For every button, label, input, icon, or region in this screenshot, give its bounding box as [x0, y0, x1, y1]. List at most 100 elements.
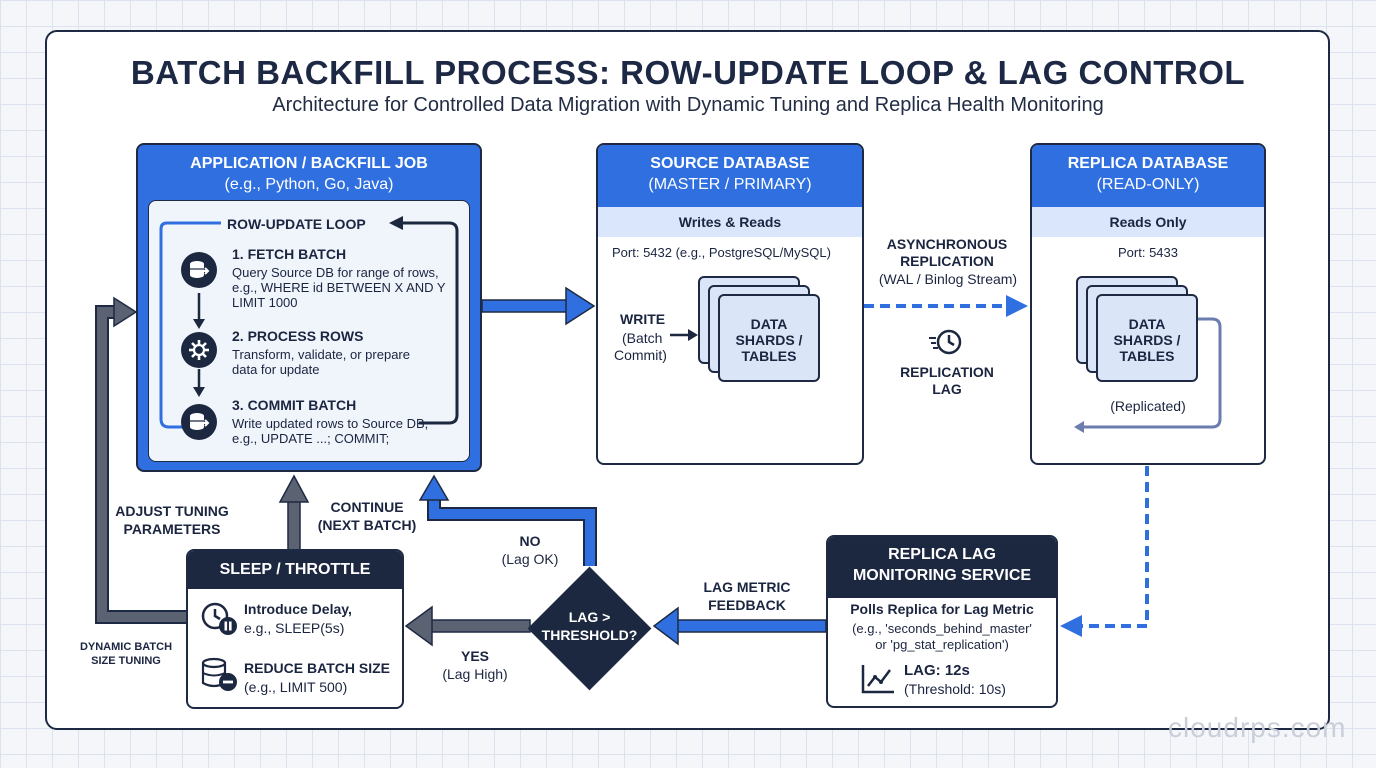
adjust-line-2: PARAMETERS	[123, 521, 221, 537]
adjust-tuning-arrow	[95, 296, 186, 624]
async-line-2: REPLICATION	[900, 253, 994, 269]
step-3-desc-1: Write updated rows to Source DB,	[232, 416, 429, 431]
continue-line-1: CONTINUE	[330, 499, 404, 515]
write-sub-1: (Batch	[622, 330, 663, 346]
lag-feedback-arrow	[652, 606, 827, 646]
continue-line-2: (NEXT BATCH)	[317, 517, 417, 533]
replica-data-shards-tables: DATA SHARDS / TABLES	[1096, 294, 1198, 382]
async-replication-label: ASYNCHRONOUS REPLICATION	[872, 236, 1022, 270]
data-shards-tables: DATA SHARDS / TABLES	[718, 294, 820, 382]
replicated-label: (Replicated)	[1110, 398, 1186, 414]
replication-stream: (WAL / Binlog Stream)	[878, 271, 1018, 287]
replica-db-box: REPLICA DATABASE (READ-ONLY) Reads Only …	[1030, 143, 1266, 465]
replicated-loop-arrow	[1074, 317, 1222, 433]
app-to-source-arrow	[481, 286, 596, 326]
source-db-subtitle: (MASTER / PRIMARY)	[648, 176, 812, 193]
step-1-desc-1: Query Source DB for range of rows,	[232, 265, 439, 280]
replication-lag-label: REPLICATION LAG	[887, 364, 1007, 398]
async-line-1: ASYNCHRONOUS	[886, 236, 1008, 252]
line-chart-icon	[860, 663, 896, 700]
lag-line-2: LAG	[932, 381, 962, 397]
lag-threshold: (Threshold: 10s)	[904, 681, 1006, 697]
continue-arrow	[278, 474, 310, 551]
replica-shards-line-2: SHARDS /	[1113, 332, 1181, 348]
step-3-title: 3. COMMIT BATCH	[232, 397, 357, 413]
delay-title: Introduce Delay,	[244, 601, 352, 617]
write-sub-2: Commit)	[614, 347, 667, 363]
monitor-eg-1: (e.g., 'seconds_behind_master'	[852, 621, 1032, 636]
loop-label: ROW-UPDATE LOOP	[227, 216, 366, 232]
write-label: WRITE	[620, 311, 666, 327]
source-db-port: Port: 5432 (e.g., PostgreSQL/MySQL)	[612, 245, 831, 260]
decision-line-1: LAG >	[568, 609, 611, 625]
replica-shards-line-1: DATA	[1128, 316, 1166, 332]
replica-db-subtitle: (READ-ONLY)	[1096, 176, 1200, 193]
step-3-desc-2: e.g., UPDATE ...; COMMIT;	[232, 431, 390, 446]
decision-line-2: THRESHOLD?	[541, 627, 638, 643]
lag-threshold-decision	[527, 566, 652, 691]
decision-text: LAG > THRESHOLD?	[527, 608, 652, 644]
replica-db-title: REPLICA DATABASE	[1067, 155, 1229, 172]
replica-shards-line-3: TABLES	[1119, 348, 1175, 364]
gear-icon	[181, 332, 217, 368]
app-job-subtitle: (e.g., Python, Go, Java)	[224, 176, 394, 193]
shards-line-3: TABLES	[741, 348, 797, 364]
lag-line-1: REPLICATION	[900, 364, 994, 380]
monitor-title-1: REPLICA LAG	[888, 546, 996, 563]
app-job-title: APPLICATION / BACKFILL JOB	[190, 155, 428, 172]
no-title: NO	[519, 533, 541, 549]
replica-db-band: Reads Only	[1032, 207, 1264, 237]
clock-icon	[929, 326, 965, 363]
monitor-eg-2: or 'pg_stat_replication')	[875, 637, 1009, 652]
database-icon	[181, 404, 217, 440]
reduce-title: REDUCE BATCH SIZE	[244, 660, 390, 676]
yes-sub: (Lag High)	[442, 666, 508, 682]
app-job-box: APPLICATION / BACKFILL JOB (e.g., Python…	[136, 143, 482, 472]
no-label: NO (Lag OK)	[490, 533, 570, 567]
step-2-desc-1: Transform, validate, or prepare	[232, 347, 410, 362]
monitor-polls: Polls Replica for Lag Metric	[850, 601, 1034, 617]
reduce-sub: (e.g., LIMIT 500)	[244, 679, 348, 695]
continue-label: CONTINUE (NEXT BATCH)	[304, 498, 430, 534]
replica-to-monitor-arrow	[1060, 466, 1149, 637]
step-2-title: 2. PROCESS ROWS	[232, 328, 364, 344]
dynamic-line-2: SIZE TUNING	[91, 655, 161, 667]
source-db-band: Writes & Reads	[598, 207, 862, 237]
no-sub: (Lag OK)	[501, 551, 559, 567]
feedback-line-2: FEEDBACK	[708, 597, 786, 613]
dynamic-batch-label: DYNAMIC BATCH SIZE TUNING	[66, 640, 186, 668]
lag-value: LAG: 12s	[904, 662, 970, 679]
source-db-box: SOURCE DATABASE (MASTER / PRIMARY) Write…	[596, 143, 864, 465]
shards-line-2: SHARDS /	[735, 332, 803, 348]
adjust-line-1: ADJUST TUNING	[115, 503, 229, 519]
source-db-title: SOURCE DATABASE	[650, 155, 810, 172]
no-path-arrow	[418, 474, 597, 566]
page-subtitle: Architecture for Controlled Data Migrati…	[272, 94, 1104, 116]
lag-feedback-label: LAG METRIC FEEDBACK	[688, 578, 806, 614]
dynamic-line-1: DYNAMIC BATCH	[79, 641, 173, 653]
arrow-right-icon	[670, 329, 698, 341]
step-1-title: 1. FETCH BATCH	[232, 246, 347, 262]
replication-arrow	[864, 295, 1028, 317]
monitor-box: REPLICA LAG MONITORING SERVICE Polls Rep…	[826, 535, 1058, 708]
database-icon	[181, 252, 217, 288]
row-update-loop-panel: ROW-UPDATE LOOP 1. FETCH BATCH Query Sou…	[148, 200, 470, 462]
shards-line-1: DATA	[750, 316, 788, 332]
yes-label: YES (Lag High)	[430, 648, 520, 682]
replica-db-port: Port: 5433	[1118, 245, 1178, 260]
loop-arrows	[159, 216, 459, 429]
feedback-line-1: LAG METRIC	[703, 579, 791, 595]
throttle-title: SLEEP / THROTTLE	[219, 561, 371, 578]
step-2-desc-2: data for update	[232, 362, 320, 377]
yes-path-arrow	[404, 605, 531, 647]
step-1-desc-2: e.g., WHERE id BETWEEN X AND Y	[232, 280, 446, 295]
watermark: cloudrps.com	[1168, 712, 1347, 743]
database-minus-icon	[200, 657, 240, 698]
timer-pause-icon	[200, 601, 240, 642]
monitor-title-2: MONITORING SERVICE	[852, 567, 1032, 584]
delay-sub: e.g., SLEEP(5s)	[244, 620, 345, 636]
yes-title: YES	[460, 648, 489, 664]
adjust-tuning-label: ADJUST TUNING PARAMETERS	[102, 502, 242, 538]
step-1-desc-3: LIMIT 1000	[232, 295, 298, 310]
